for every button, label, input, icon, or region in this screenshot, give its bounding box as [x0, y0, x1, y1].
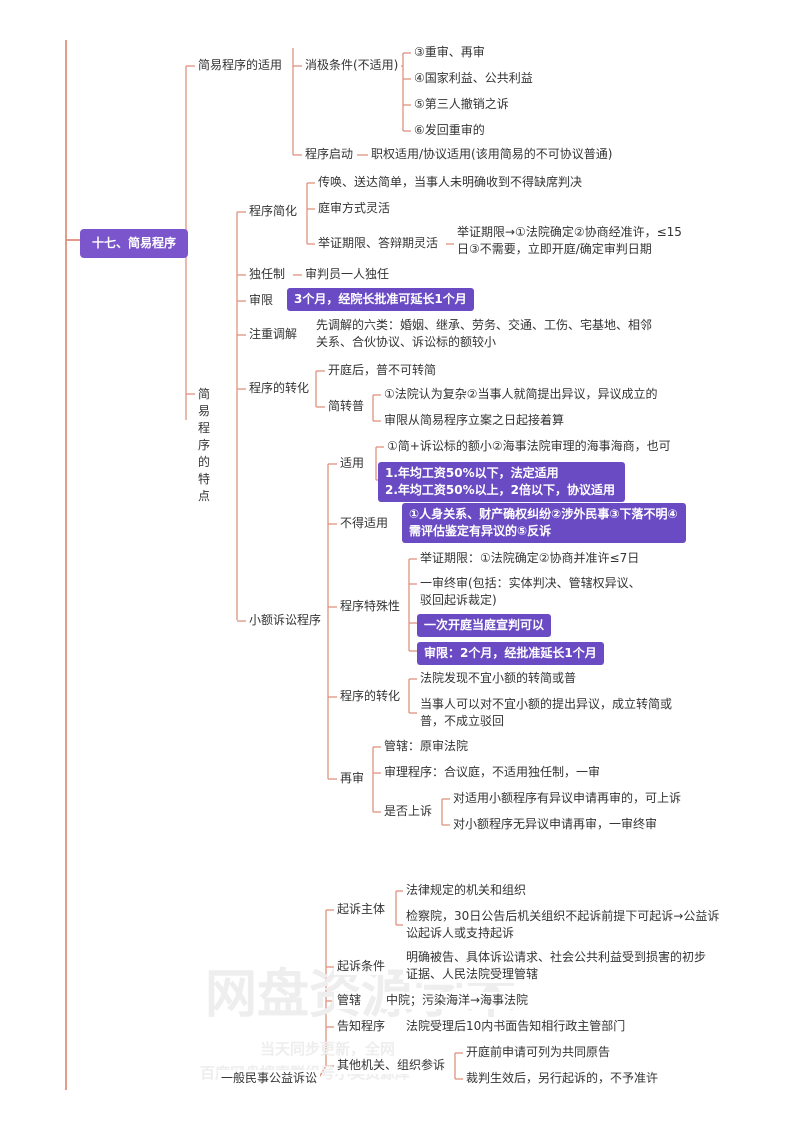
topic-item[interactable]: 中院；污染海洋→海事法院	[383, 992, 532, 1009]
topic-one-hearing[interactable]: 一次开庭当庭宣判可以	[417, 614, 552, 637]
topic-item[interactable]: 审理程序：合议庭，不适用独任制，一审	[381, 764, 604, 781]
topic-item[interactable]: 庭审方式灵活	[315, 200, 394, 217]
topic-term-value[interactable]: 3个月，经院长批准可延长1个月	[287, 288, 474, 311]
topic-special[interactable]: 程序特殊性	[337, 598, 404, 615]
topic-item[interactable]: 法院发现不宜小额的转简或普	[417, 670, 580, 687]
topic-item[interactable]: ③重审、再审	[411, 44, 488, 61]
topic-apply[interactable]: 适用	[337, 455, 368, 472]
topic-subject[interactable]: 起诉主体	[334, 901, 389, 918]
topic-item[interactable]: ①简+诉讼标的额小②海事法院审理的海事海商，也可	[384, 438, 674, 455]
topic-item[interactable]: 对适用小额程序有异议申请再审的，可上诉	[450, 790, 685, 807]
topic-simplify[interactable]: 程序简化	[246, 203, 301, 220]
topic-item[interactable]: 法律规定的机关和组织	[403, 882, 530, 899]
topic-not-apply-value[interactable]: ①人身关系、财产确权纠纷②涉外民事③下落不明④需评估鉴定有异议的⑤反诉	[402, 503, 686, 543]
topic-item[interactable]: ④国家利益、公共利益	[411, 70, 536, 87]
topic-sole-judge[interactable]: 独任制	[246, 266, 289, 283]
topic-item[interactable]: ⑤第三人撤销之诉	[411, 96, 512, 113]
topic-item[interactable]: 传唤、送达简单，当事人未明确收到不得缺席判决	[315, 174, 586, 191]
topic-not-apply[interactable]: 不得适用	[337, 515, 392, 532]
topic-item[interactable]: 裁判生效后，另行起诉的，不予准许	[463, 1070, 662, 1087]
topic-item[interactable]: 开庭前申请可列为共同原告	[463, 1044, 614, 1061]
topic-item[interactable]: 当事人可以对不宜小额的提出异议，成立转简或普，不成立驳回	[417, 696, 688, 730]
topic-item[interactable]: 先调解的六类：婚姻、继承、劳务、交通、工伤、宅基地、相邻关系、合伙协议、诉讼标的…	[313, 317, 664, 351]
topic-item[interactable]: ⑥发回重审的	[411, 122, 488, 139]
topic-procedure-start[interactable]: 程序启动	[302, 146, 357, 163]
topic-item[interactable]: 一审终审(包括：实体判决、管辖权异议、驳回起诉裁定)	[417, 575, 653, 609]
topic-item[interactable]: 检察院，30日公告后机关组织不起诉前提下可起诉→公益诉讼起诉人或支持起诉	[403, 908, 734, 942]
topic-item[interactable]: 举证期限：①法院确定②协商并准许≤7日	[417, 550, 643, 567]
topic-item[interactable]: 审判员一人独任	[302, 266, 393, 283]
topic-retrial[interactable]: 再审	[337, 770, 368, 787]
topic-negative-conditions[interactable]: 消极条件(不适用)	[302, 57, 402, 74]
root-topic[interactable]: 十七、简易程序	[80, 229, 189, 258]
topic-appeal[interactable]: 是否上诉	[381, 803, 436, 820]
topic-simple-applicable[interactable]: 简易程序的适用	[195, 57, 286, 74]
topic-simple-to-ordinary[interactable]: 简转普	[325, 398, 368, 415]
topic-small-convert[interactable]: 程序的转化	[337, 688, 404, 705]
topic-item[interactable]: 法院受理后10内书面告知相行政主管部门	[403, 1018, 629, 1035]
topic-jurisdiction[interactable]: 管辖	[334, 992, 365, 1009]
topic-notice[interactable]: 告知程序	[334, 1018, 389, 1035]
topic-simple-features[interactable]: 简易程序的特点	[195, 386, 215, 505]
topic-small-claims[interactable]: 小额诉讼程序	[246, 612, 325, 629]
topic-item[interactable]: ①法院认为复杂②当事人就简提出异议，异议成立的	[381, 386, 661, 403]
topic-convert[interactable]: 程序的转化	[246, 380, 313, 397]
topic-item[interactable]: 审限从简易程序立案之日起接着算	[381, 412, 568, 429]
topic-term[interactable]: 审限	[246, 292, 277, 309]
topic-conditions[interactable]: 起诉条件	[334, 958, 389, 975]
topic-item[interactable]: 管辖：原审法院	[381, 738, 472, 755]
topic-flex-period[interactable]: 举证期限、答辩期灵活	[315, 235, 442, 252]
topic-mediation[interactable]: 注重调解	[246, 326, 301, 343]
topic-public-interest[interactable]: 一般民事公益诉讼	[218, 1070, 321, 1087]
topic-apply-wage[interactable]: 1.年均工资50%以下，法定适用 2.年均工资50%以上，2倍以下，协议适用	[378, 462, 625, 502]
topic-item[interactable]: 明确被告、具体诉讼请求、社会公共利益受到损害的初步证据、人民法院受理管辖	[403, 949, 714, 983]
topic-item[interactable]: 职权适用/协议适用(该用简易的不可协议普通)	[368, 146, 616, 163]
topic-others-join[interactable]: 其他机关、组织参诉	[334, 1057, 449, 1074]
topic-small-term[interactable]: 审限：2个月，经批准延长1个月	[417, 642, 604, 665]
topic-item[interactable]: 开庭后，普不可转简	[325, 362, 440, 379]
topic-item[interactable]: 举证期限→①法院确定②协商经准许，≤15日③不需要，立即开庭/确定审判日期	[454, 224, 690, 258]
topic-item[interactable]: 对小额程序无异议申请再审，一审终审	[450, 816, 661, 833]
